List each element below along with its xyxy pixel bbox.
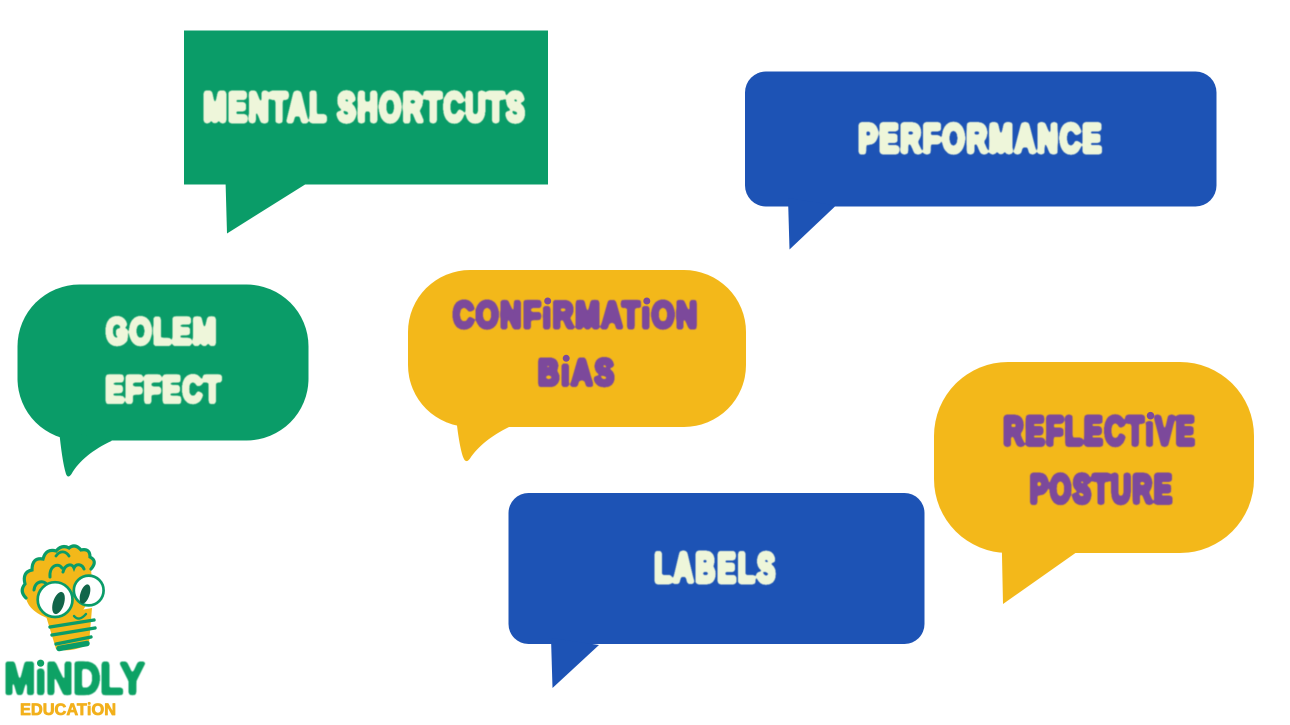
svg-text:MıNDLY: MıNDLY <box>4 653 145 704</box>
svg-text:EDUCATıON: EDUCATıON <box>20 701 116 719</box>
svg-text:CONFıRMATıON: CONFıRMATıON <box>453 295 699 336</box>
svg-text:PERFORMANCE: PERFORMANCE <box>859 117 1104 161</box>
svg-text:POSTURE: POSTURE <box>1030 468 1174 512</box>
svg-text:BıAS: BıAS <box>538 352 616 393</box>
svg-text:MENTAL SHORTCUTS: MENTAL SHORTCUTS <box>204 84 527 130</box>
svg-text:REFLECTıVE: REFLECTıVE <box>1004 410 1197 454</box>
svg-text:GOLEM: GOLEM <box>106 311 218 352</box>
svg-text:LABELS: LABELS <box>655 544 778 591</box>
svg-text:EFFECT: EFFECT <box>106 369 223 410</box>
